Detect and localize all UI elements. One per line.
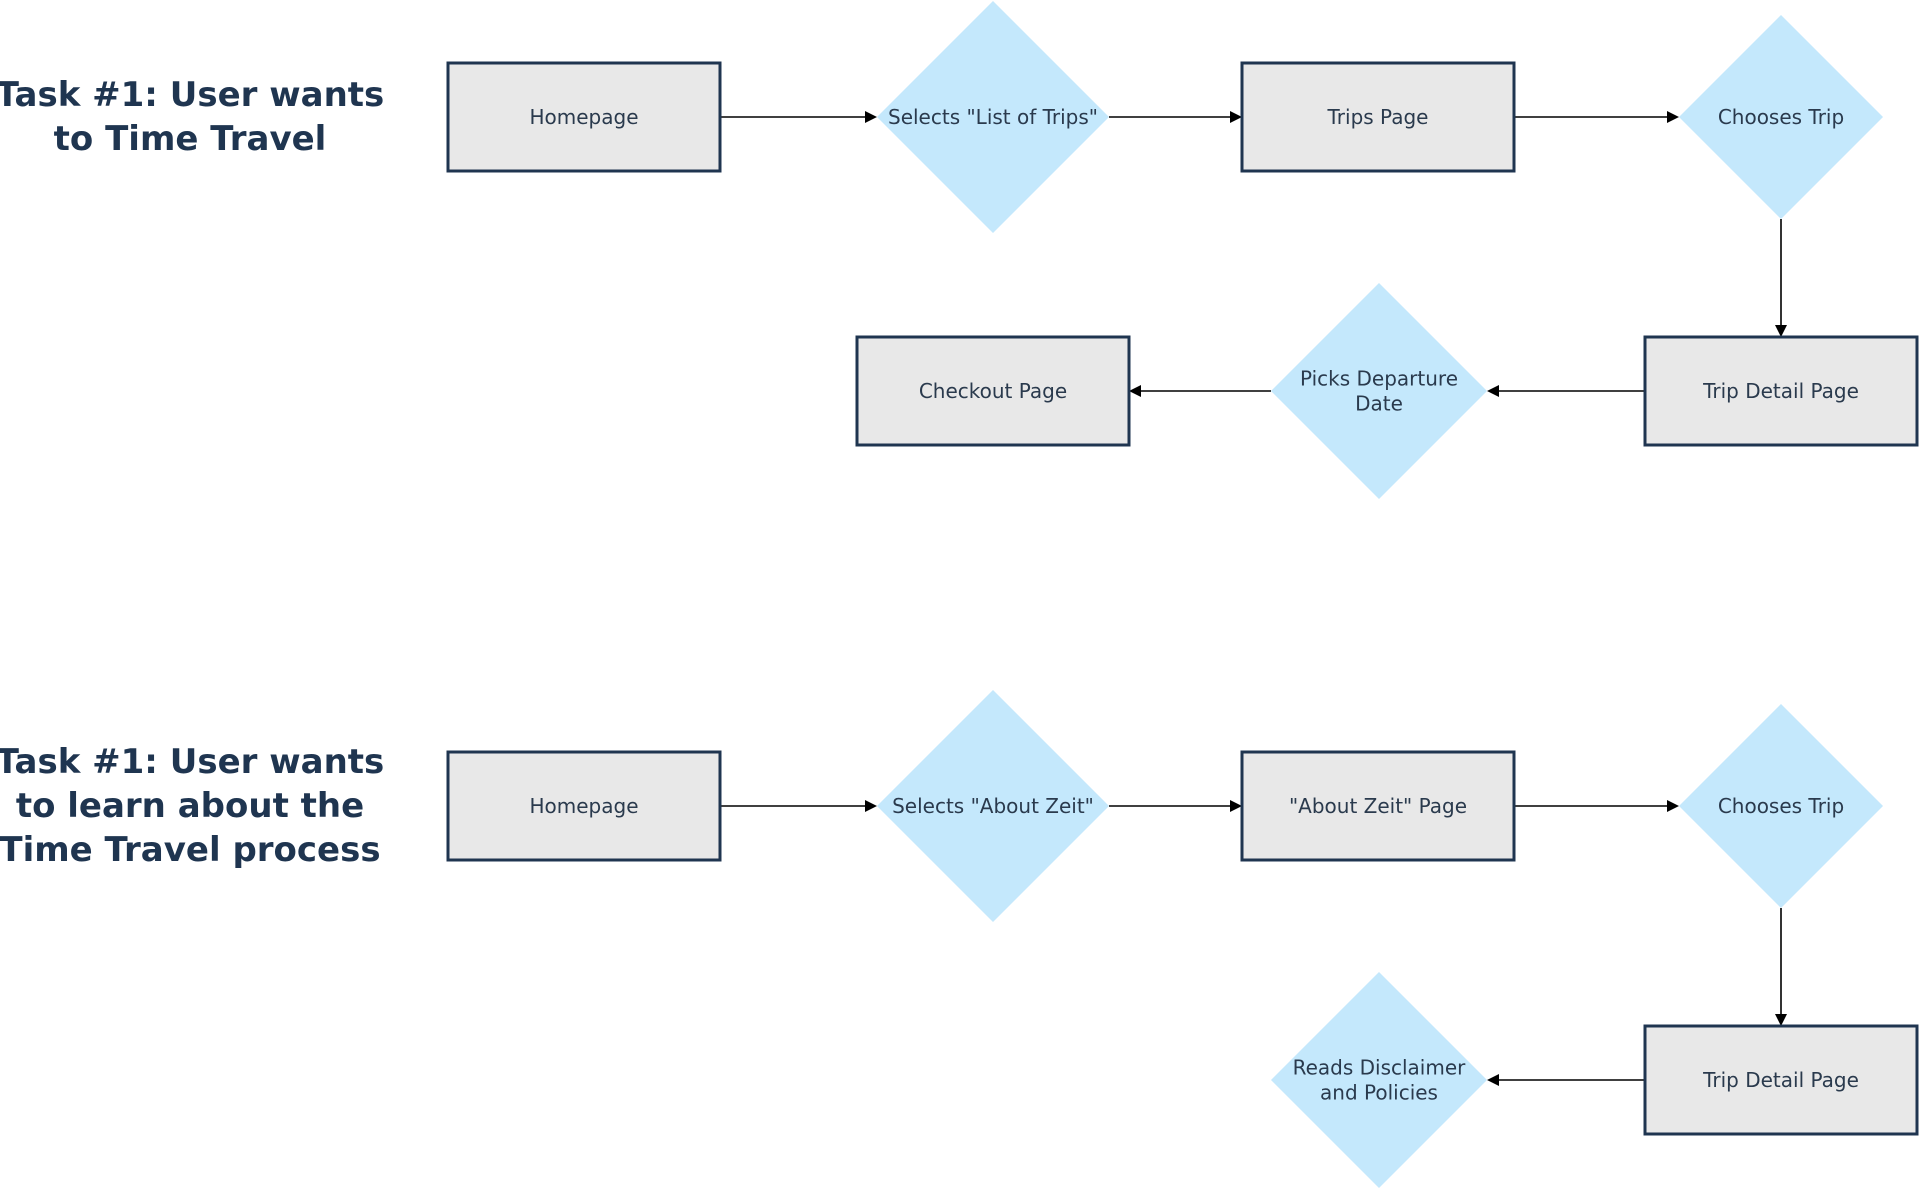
arrowhead-icon — [865, 111, 877, 123]
page-node-checkout-page: Checkout Page — [855, 335, 1131, 447]
arrowhead-icon — [1775, 325, 1787, 337]
task-title-line: to Time Travel — [54, 119, 327, 159]
decision-diamond — [1271, 972, 1487, 1188]
decision-node-chooses-trip: Chooses Trip — [1679, 704, 1883, 908]
node-label: Trips Page — [1327, 105, 1429, 129]
decision-diamond — [1679, 15, 1883, 219]
node-label: Date — [1355, 392, 1403, 416]
node-label: Chooses Trip — [1718, 794, 1844, 818]
page-box — [855, 335, 1131, 447]
task-title-line: Time Travel process — [0, 830, 381, 870]
page-node-trips-page: Trips Page — [1240, 61, 1516, 173]
decision-diamond — [877, 690, 1109, 922]
node-label: Selects "About Zeit" — [892, 794, 1094, 818]
page-box — [446, 750, 722, 862]
page-node-trip-detail-page: Trip Detail Page — [1643, 1024, 1919, 1136]
arrow-selects-about-zeit-to-about-zeit-page — [1109, 800, 1242, 812]
arrowhead-icon — [1775, 1014, 1787, 1026]
page-box — [1643, 1024, 1919, 1136]
page-node-trip-detail-page: Trip Detail Page — [1643, 335, 1919, 447]
page-node-homepage: Homepage — [446, 61, 722, 173]
node-label: Homepage — [529, 105, 638, 129]
node-label: Trip Detail Page — [1702, 379, 1859, 403]
arrowhead-icon — [1487, 1074, 1499, 1086]
arrowhead-icon — [1230, 800, 1242, 812]
arrowhead-icon — [1667, 111, 1679, 123]
arrowhead-icon — [1487, 385, 1499, 397]
node-label: Homepage — [529, 794, 638, 818]
page-box — [1240, 750, 1516, 862]
node-label: Picks Departure — [1300, 367, 1458, 391]
arrowhead-icon — [1230, 111, 1242, 123]
arrow-trip-detail-page-to-reads-disclaimer-and-policies — [1487, 1074, 1645, 1086]
task-title-line: Task #1: User wants — [0, 75, 384, 115]
edges-layer — [720, 111, 1787, 1086]
decision-diamond — [1679, 704, 1883, 908]
arrow-trips-page-to-chooses-trip — [1514, 111, 1679, 123]
arrowhead-icon — [865, 800, 877, 812]
arrowhead-icon — [1129, 385, 1141, 397]
page-box — [1643, 335, 1919, 447]
arrow-about-zeit-page-to-chooses-trip — [1514, 800, 1679, 812]
decision-node-selects-about-zeit: Selects "About Zeit" — [877, 690, 1109, 922]
page-node-homepage: Homepage — [446, 750, 722, 862]
decision-node-selects-list-of-trips: Selects "List of Trips" — [877, 1, 1109, 233]
page-box — [446, 61, 722, 173]
node-label: Reads Disclaimer — [1293, 1056, 1467, 1080]
task-title-line: Task #1: User wants — [0, 742, 384, 782]
arrow-picks-departure-date-to-checkout-page — [1129, 385, 1271, 397]
node-label: Chooses Trip — [1718, 105, 1844, 129]
decision-node-chooses-trip: Chooses Trip — [1679, 15, 1883, 219]
task-title-line: to learn about the — [16, 786, 364, 826]
page-box — [1240, 61, 1516, 173]
arrow-chooses-trip-to-trip-detail-page — [1775, 908, 1787, 1026]
decision-diamond — [877, 1, 1109, 233]
page-node-about-zeit-page: "About Zeit" Page — [1240, 750, 1516, 862]
decision-diamond — [1271, 283, 1487, 499]
arrow-homepage-to-selects-about-zeit — [720, 800, 877, 812]
node-label: and Policies — [1320, 1081, 1438, 1105]
arrow-trip-detail-page-to-picks-departure-date — [1487, 385, 1645, 397]
node-label: Checkout Page — [919, 379, 1067, 403]
arrow-homepage-to-selects-list-of-trips — [720, 111, 877, 123]
node-label: "About Zeit" Page — [1289, 794, 1467, 818]
arrow-chooses-trip-to-trip-detail-page — [1775, 219, 1787, 337]
node-label: Trip Detail Page — [1702, 1068, 1859, 1092]
nodes-layer: Homepage Selects "List of Trips" Trips Pag… — [446, 1, 1919, 1188]
arrowhead-icon — [1667, 800, 1679, 812]
arrow-selects-list-of-trips-to-trips-page — [1109, 111, 1242, 123]
node-label: Selects "List of Trips" — [888, 105, 1098, 129]
